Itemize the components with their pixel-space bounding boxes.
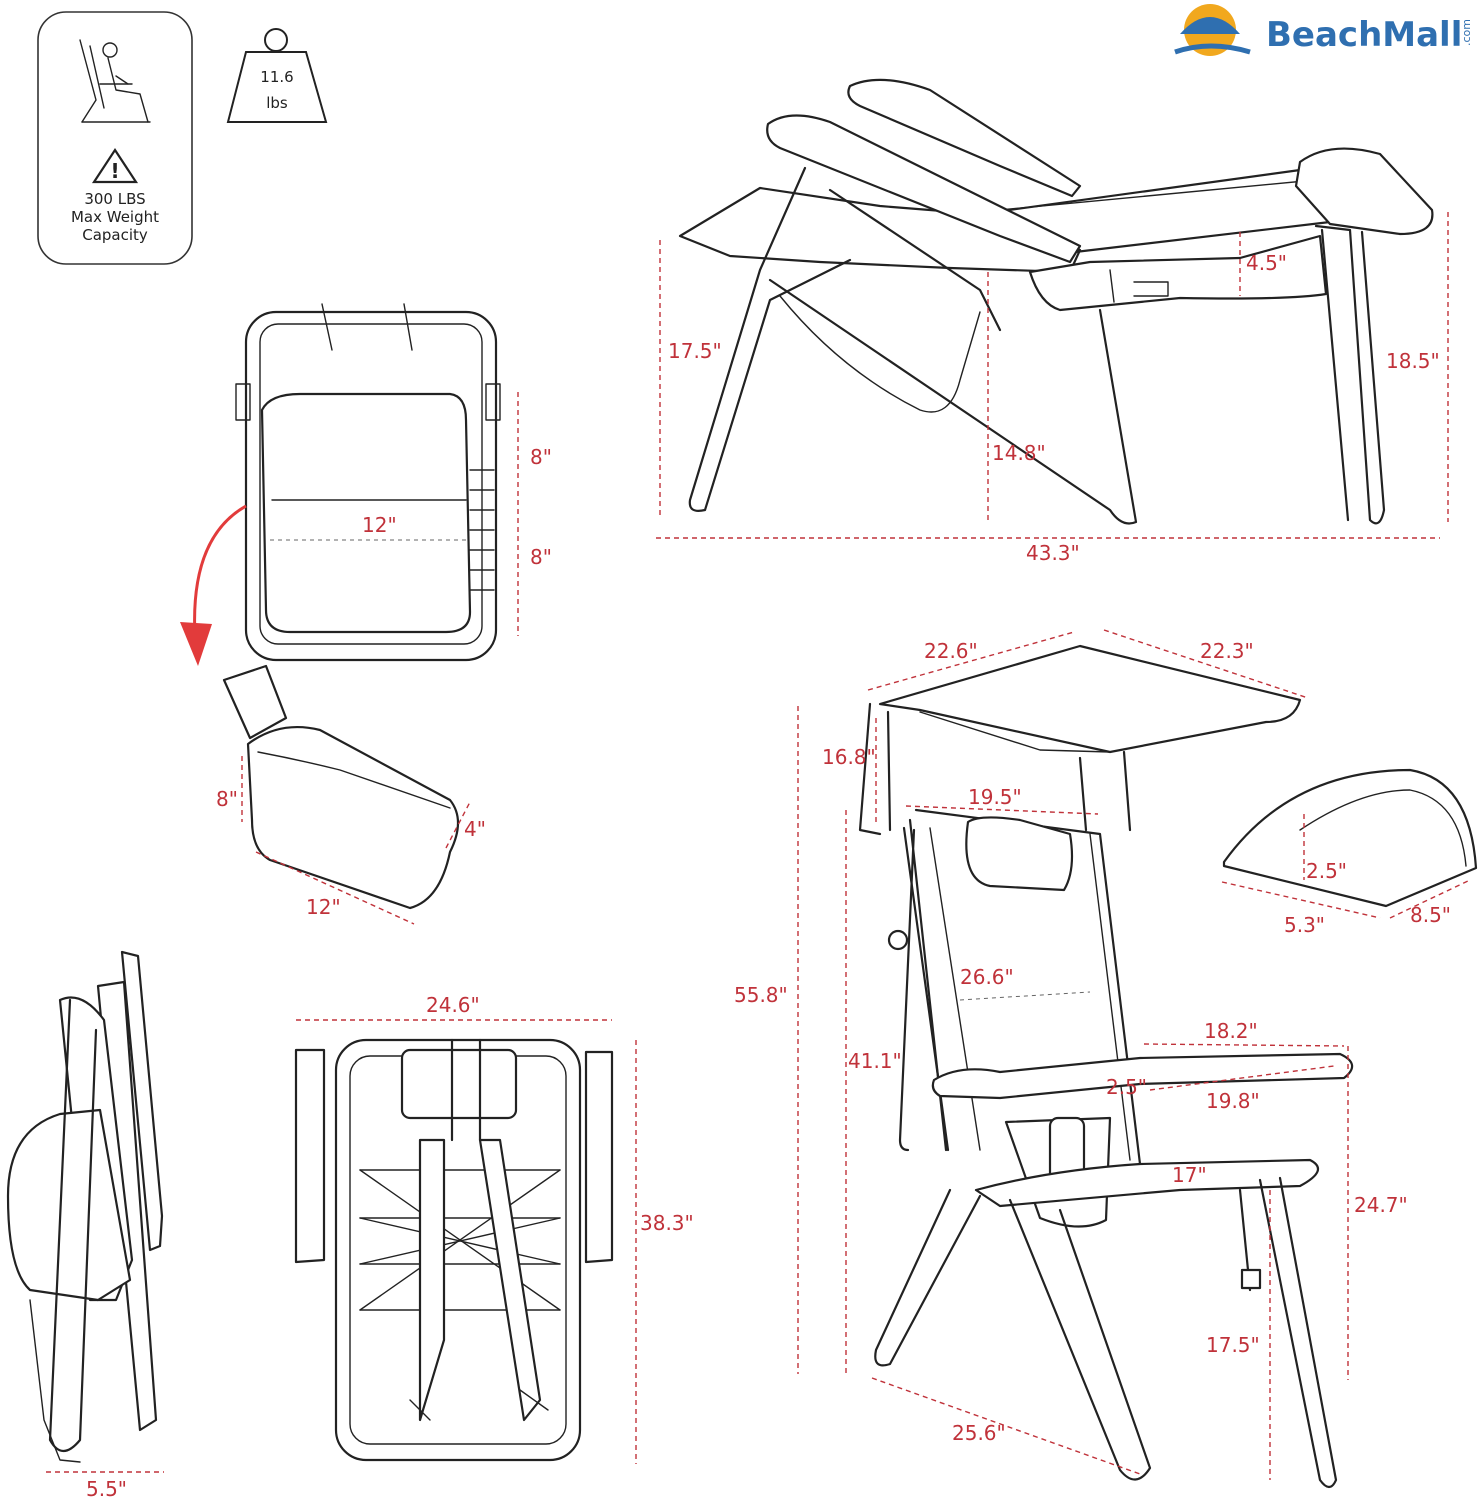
weight-value: 11.6 (260, 68, 293, 86)
folded-back-view: 24.6" 38.3" (294, 993, 694, 1464)
front-arm-width-label: 2.5" (1106, 1075, 1147, 1099)
folded-width-label: 24.6" (426, 993, 480, 1017)
side-view-chair: 17.5" 14.8" 18.5" 4.5" 43.3" (656, 78, 1449, 565)
cooler-top-height-lower-label: 8" (530, 545, 552, 569)
pillow-width-label: 5.3" (1284, 913, 1325, 937)
front-back-height-label: 41.1" (848, 1049, 902, 1073)
folded-side-view: 5.5" (6, 950, 164, 1500)
bag-depth-label: 4" (464, 817, 486, 841)
front-total-height-label: 55.8" (734, 983, 788, 1007)
side-pouch-depth-label: 4.5" (1246, 251, 1287, 275)
side-back-height-label: 18.5" (1386, 349, 1440, 373)
pillow-depth-label: 8.5" (1410, 903, 1451, 927)
front-canopy-width-b-label: 22.3" (1200, 639, 1254, 663)
brand-logo: BeachMall .com (1174, 4, 1473, 56)
weight-ring-icon (264, 28, 288, 52)
bag-length-label: 12" (306, 895, 341, 919)
front-arm-height-label: 24.7" (1354, 1193, 1408, 1217)
front-base-width-label: 25.6" (952, 1421, 1006, 1445)
bag-height-label: 8" (216, 787, 238, 811)
svg-text:!: ! (110, 159, 119, 183)
front-canopy-drop-label: 16.8" (822, 745, 876, 769)
weight-badge: 11.6 lbs (226, 28, 328, 123)
front-arm-length-label: 18.2" (1204, 1019, 1258, 1043)
cooler-bag: 8" 4" 12" (216, 664, 486, 925)
headrest-pillow: 2.5" 5.3" 8.5" (1221, 768, 1478, 937)
front-canopy-width-a-label: 22.6" (924, 639, 978, 663)
front-back-width-label: 19.5" (968, 785, 1022, 809)
cooler-top-width-label: 12" (362, 513, 397, 537)
capacity-line-3: Capacity (82, 226, 148, 244)
brand-suffix: .com (1460, 19, 1473, 46)
front-back-length-label: 26.6" (960, 965, 1014, 989)
cooler-top-view: 12" 8" 8" (180, 303, 552, 666)
folded-thickness-label: 5.5" (86, 1477, 127, 1500)
front-view-chair: 22.6" 22.3" 16.8" 19.5" 55.8" 26.6" 41.1… (734, 629, 1408, 1489)
side-armrest-gap-label: 14.8" (992, 441, 1046, 465)
warning-icon: ! (91, 147, 139, 184)
side-length-label: 43.3" (1026, 541, 1080, 565)
front-seat-height-label: 17.5" (1206, 1333, 1260, 1357)
folded-height-label: 38.3" (640, 1211, 694, 1235)
side-seat-height-label: 17.5" (668, 339, 722, 363)
person-seated-icon (79, 39, 151, 123)
weight-unit: lbs (266, 94, 288, 112)
front-seat-depth-label: 17" (1172, 1163, 1207, 1187)
brand-name: BeachMall (1266, 15, 1462, 55)
capacity-badge: ! 300 LBS Max Weight Capacity (37, 11, 193, 265)
pillow-height-label: 2.5" (1306, 859, 1347, 883)
cooler-top-height-upper-label: 8" (530, 445, 552, 469)
capacity-line-2: Max Weight (71, 208, 159, 226)
front-seat-width-label: 19.8" (1206, 1089, 1260, 1113)
capacity-line-1: 300 LBS (84, 190, 145, 208)
